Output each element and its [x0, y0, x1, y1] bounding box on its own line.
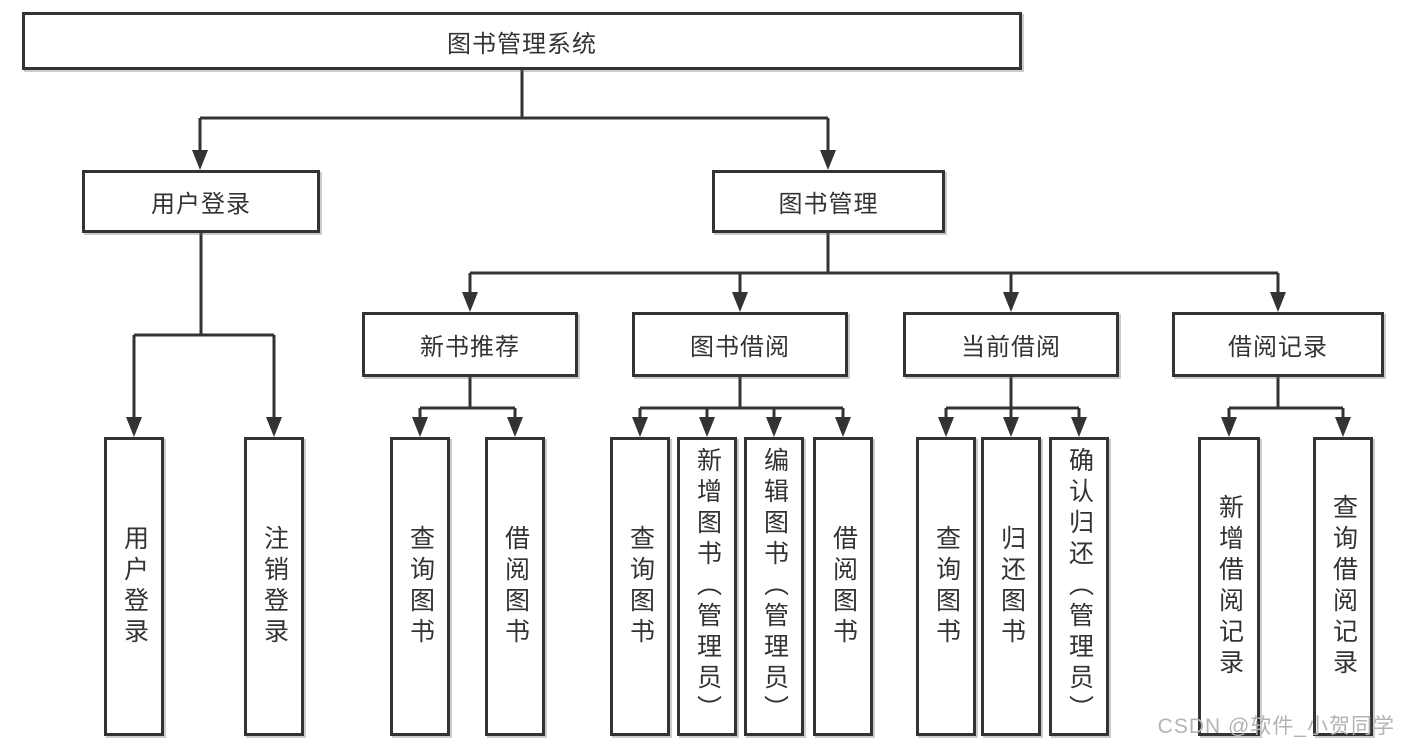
leaf-query-borrow-record: 查询借阅记录 [1313, 437, 1373, 736]
node-book-borrowing: 图书借阅 [632, 312, 848, 377]
leaf-label: 编辑图书（管理员） [760, 447, 789, 726]
node-user-login: 用户登录 [82, 170, 320, 233]
leaf-label: 查询图书 [626, 524, 655, 649]
leaf-query-books: 查询图书 [916, 437, 976, 736]
leaf-query-books: 查询图书 [390, 437, 450, 736]
leaf-label: 新增图书（管理员） [693, 447, 722, 726]
node-label: 当前借阅 [961, 334, 1061, 361]
leaf-label: 用户登录 [120, 524, 149, 649]
leaf-label: 借阅图书 [501, 524, 530, 649]
node-label: 用户登录 [151, 191, 251, 218]
leaf-label: 查询图书 [932, 524, 961, 649]
leaf-add-borrow-record: 新增借阅记录 [1198, 437, 1260, 736]
node-new-book-recommend: 新书推荐 [362, 312, 578, 377]
node-label: 图书管理 [778, 191, 879, 218]
leaf-label: 借阅图书 [829, 524, 858, 649]
leaf-query-books: 查询图书 [610, 437, 670, 736]
leaf-logout: 注销登录 [244, 437, 304, 736]
node-borrow-records: 借阅记录 [1172, 312, 1384, 377]
leaf-borrow-books: 借阅图书 [813, 437, 873, 736]
watermark: CSDN @软件_小贺同学 [1157, 715, 1395, 738]
node-current-borrowing: 当前借阅 [903, 312, 1119, 377]
node-book-management: 图书管理 [712, 170, 945, 233]
leaf-user-login: 用户登录 [104, 437, 164, 736]
leaf-label: 注销登录 [260, 524, 289, 649]
node-label: 借阅记录 [1228, 334, 1328, 361]
node-label: 图书借阅 [690, 334, 790, 361]
leaf-borrow-books: 借阅图书 [485, 437, 545, 736]
node-label: 新书推荐 [420, 334, 520, 361]
node-root-system: 图书管理系统 [22, 12, 1022, 70]
leaf-edit-books-admin: 编辑图书（管理员） [744, 437, 804, 736]
leaf-return-books: 归还图书 [981, 437, 1041, 736]
node-label: 图书管理系统 [447, 30, 597, 58]
leaf-label: 新增借阅记录 [1215, 493, 1244, 680]
leaf-label: 归还图书 [997, 524, 1026, 649]
leaf-label: 查询借阅记录 [1329, 493, 1358, 680]
leaf-confirm-return-admin: 确认归还（管理员） [1049, 437, 1109, 736]
leaf-add-books-admin: 新增图书（管理员） [677, 437, 737, 736]
leaf-label: 查询图书 [406, 524, 435, 649]
leaf-label: 确认归还（管理员） [1065, 447, 1094, 726]
